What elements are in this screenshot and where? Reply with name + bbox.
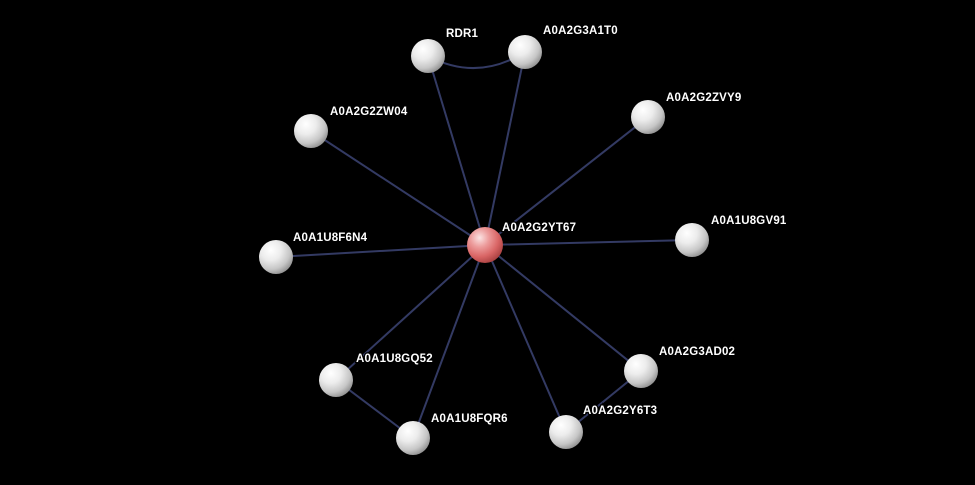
node-label-RDR1: RDR1 — [446, 28, 479, 40]
node-label-A0A2G3AD02: A0A2G3AD02 — [659, 346, 735, 358]
node-label-A0A2G2YT67: A0A2G2YT67 — [502, 222, 576, 234]
node-A0A1U8F6N4[interactable] — [259, 240, 293, 274]
node-A0A2G2ZVY9[interactable] — [631, 100, 665, 134]
node-label-A0A1U8GQ52: A0A1U8GQ52 — [356, 353, 433, 365]
node-A0A2G3AD02[interactable] — [624, 354, 658, 388]
edge-A0A2G2YT67-A0A1U8GQ52 — [335, 244, 486, 381]
node-A0A2G3A1T0[interactable] — [508, 35, 542, 69]
edge-A0A2G2YT67-A0A2G2Y6T3 — [484, 244, 567, 433]
node-label-A0A2G2ZW04: A0A2G2ZW04 — [330, 106, 408, 118]
node-label-A0A2G3A1T0: A0A2G3A1T0 — [543, 25, 618, 37]
edge-A0A2G2YT67-A0A2G2ZVY9 — [484, 116, 649, 246]
edge-A0A2G2YT67-A0A2G2ZW04 — [310, 130, 486, 246]
node-label-A0A2G2Y6T3: A0A2G2Y6T3 — [583, 405, 657, 417]
node-RDR1[interactable] — [411, 39, 445, 73]
nodes-layer — [259, 35, 709, 455]
edge-A0A2G2YT67-A0A1U8F6N4 — [275, 244, 486, 258]
node-A0A1U8GQ52[interactable] — [319, 363, 353, 397]
edge-A0A2G2YT67-A0A1U8GV91 — [484, 239, 693, 246]
node-A0A1U8FQR6[interactable] — [396, 421, 430, 455]
node-label-A0A1U8FQR6: A0A1U8FQR6 — [431, 413, 508, 425]
node-label-A0A2G2ZVY9: A0A2G2ZVY9 — [666, 92, 742, 104]
node-label-A0A1U8GV91: A0A1U8GV91 — [711, 215, 787, 227]
node-A0A2G2YT67[interactable] — [467, 227, 503, 263]
edge-A0A2G2YT67-A0A2G3A1T0 — [484, 51, 526, 246]
labels-layer: A0A2G2YT67 RDR1 A0A2G3A1T0A0A2G2ZVY9A0A1U8… — [292, 24, 788, 427]
edge-A0A2G2YT67-A0A2G3AD02 — [484, 244, 642, 372]
node-A0A2G2Y6T3[interactable] — [549, 415, 583, 449]
edge-A0A2G2YT67-A0A1U8FQR6 — [412, 244, 486, 439]
node-A0A1U8GV91[interactable] — [675, 223, 709, 257]
node-A0A2G2ZW04[interactable] — [294, 114, 328, 148]
node-label-A0A1U8F6N4: A0A1U8F6N4 — [293, 232, 368, 244]
edge-A0A2G2YT67-RDR1 — [427, 55, 486, 246]
